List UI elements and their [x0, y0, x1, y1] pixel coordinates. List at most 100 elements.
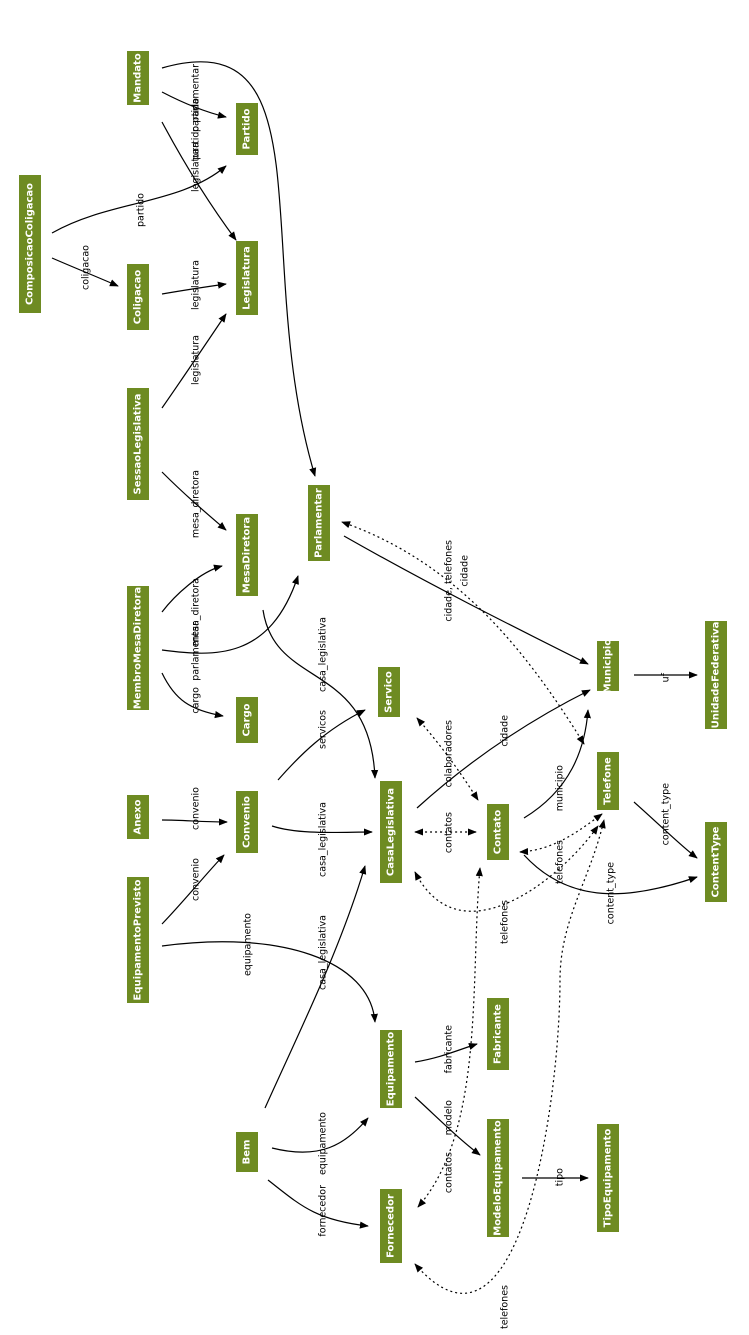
node-label: ContentType — [711, 826, 722, 897]
node-label: Coligacao — [133, 270, 144, 325]
node-equipamento[interactable]: Equipamento — [380, 1030, 402, 1108]
node-label: Legislatura — [242, 246, 253, 309]
node-fabricante[interactable]: Fabricante — [487, 998, 509, 1070]
edge-e2 — [161, 91, 227, 119]
node-contenttype[interactable]: ContentType — [705, 822, 727, 902]
node-fornecedor[interactable]: Fornecedor — [380, 1189, 402, 1263]
node-bem[interactable]: Bem — [236, 1132, 258, 1172]
edge-line — [416, 717, 479, 801]
edge-label: fabricante — [444, 1025, 455, 1074]
edge-line — [51, 257, 119, 287]
edge-line — [161, 91, 227, 119]
edge-label: servicos — [318, 710, 329, 749]
node-label: Telefone — [603, 757, 614, 805]
edge-e36 — [414, 819, 606, 1294]
node-anexo[interactable]: Anexo — [127, 795, 149, 839]
edge-e25 — [633, 801, 698, 859]
edge-e10 — [161, 575, 299, 654]
edge-line — [341, 521, 585, 745]
node-label: ComposicaoColigacao — [25, 183, 36, 305]
edge-line — [51, 165, 227, 234]
node-membromesadiretora[interactable]: MembroMesaDiretora — [127, 586, 149, 710]
edge-label: partido — [191, 98, 202, 132]
edge-label: casa_legislativa — [318, 802, 329, 877]
node-tipoequipamento[interactable]: TipoEquipamento — [597, 1124, 619, 1232]
node-label: SessaoLegislativa — [133, 394, 144, 495]
node-label: UnidadeFederativa — [711, 622, 722, 729]
node-label: Partido — [242, 108, 253, 149]
node-box — [236, 1132, 258, 1172]
edge-label: casa_legislativa — [318, 915, 329, 990]
node-box — [378, 667, 400, 717]
node-box — [380, 1189, 402, 1263]
node-equipamentoprevisto[interactable]: EquipamentoPrevisto — [127, 877, 149, 1003]
edge-label: telefones — [500, 1285, 511, 1329]
node-parlamentar[interactable]: Parlamentar — [308, 485, 330, 561]
node-label: Anexo — [133, 799, 144, 834]
node-box — [127, 264, 149, 330]
edge-label: cidade, telefones — [444, 540, 455, 622]
edge-line — [161, 564, 223, 613]
node-sessaolegislativa[interactable]: SessaoLegislativa — [127, 388, 149, 500]
node-box — [127, 877, 149, 1003]
node-casalegislativa[interactable]: CasaLegislativa — [380, 781, 402, 883]
node-coligacao[interactable]: Coligacao — [127, 264, 149, 330]
node-legislatura[interactable]: Legislatura — [236, 241, 258, 315]
edge-label: equipamento — [243, 913, 254, 976]
edge-line — [523, 709, 591, 819]
edge-label: contatos — [444, 812, 455, 853]
node-label: Parlamentar — [314, 488, 325, 558]
node-partido[interactable]: Partido — [236, 103, 258, 155]
node-label: EquipamentoPrevisto — [133, 879, 144, 1000]
node-box — [127, 586, 149, 710]
edge-line — [277, 709, 366, 781]
edge-e6 — [161, 281, 227, 295]
edge-label: partido parlamentar — [191, 64, 202, 160]
node-servico[interactable]: Servico — [378, 667, 400, 717]
node-municipio[interactable]: Municipio — [597, 639, 619, 694]
node-unidadefederativa[interactable]: UnidadeFederativa — [705, 621, 727, 729]
node-contato[interactable]: Contato — [487, 804, 509, 860]
edge-line — [161, 281, 227, 295]
edge-e28 — [161, 941, 378, 1023]
edge-label: mesa_diretora — [191, 578, 202, 646]
node-convenio[interactable]: Convenio — [236, 791, 258, 853]
node-label: Equipamento — [386, 1032, 397, 1107]
node-box — [380, 1030, 402, 1108]
node-label: Bem — [242, 1140, 253, 1165]
edge-label: cidade — [500, 715, 511, 747]
edge-label: equipamento — [318, 1112, 329, 1175]
node-label: Cargo — [242, 703, 253, 736]
node-mandato[interactable]: Mandato — [127, 51, 149, 105]
edge-label: telefones — [500, 900, 511, 944]
node-box — [127, 51, 149, 105]
node-composicaocoligacao[interactable]: ComposicaoColigacao — [19, 175, 41, 313]
edge-e8 — [161, 471, 227, 531]
node-box — [236, 103, 258, 155]
edge-label: partido — [136, 193, 147, 227]
edge-label: modelo — [444, 1100, 455, 1136]
edge-line — [264, 865, 367, 1109]
edge-e16 — [277, 709, 366, 781]
edge-e5 — [51, 257, 119, 287]
node-label: Fornecedor — [386, 1194, 397, 1258]
node-label: Contato — [493, 810, 504, 855]
node-mesadiretora[interactable]: MesaDiretora — [236, 514, 258, 596]
edge-e4 — [51, 165, 227, 234]
node-box — [597, 641, 619, 691]
node-box — [380, 781, 402, 883]
node-modeloequipamento[interactable]: ModeloEquipamento — [487, 1119, 509, 1237]
edge-label: telefones — [555, 840, 566, 884]
edge-label: casa_legislativa — [318, 617, 329, 692]
edge-e33 — [267, 1179, 369, 1229]
edge-line — [161, 941, 378, 1023]
edge-line — [414, 819, 606, 1294]
edge-line — [161, 61, 317, 477]
node-box — [236, 241, 258, 315]
node-telefone[interactable]: Telefone — [597, 752, 619, 810]
node-cargo[interactable]: Cargo — [236, 697, 258, 743]
edge-e7 — [161, 313, 227, 409]
edge-label: mesa_diretora — [191, 470, 202, 538]
edge-line — [633, 801, 698, 859]
